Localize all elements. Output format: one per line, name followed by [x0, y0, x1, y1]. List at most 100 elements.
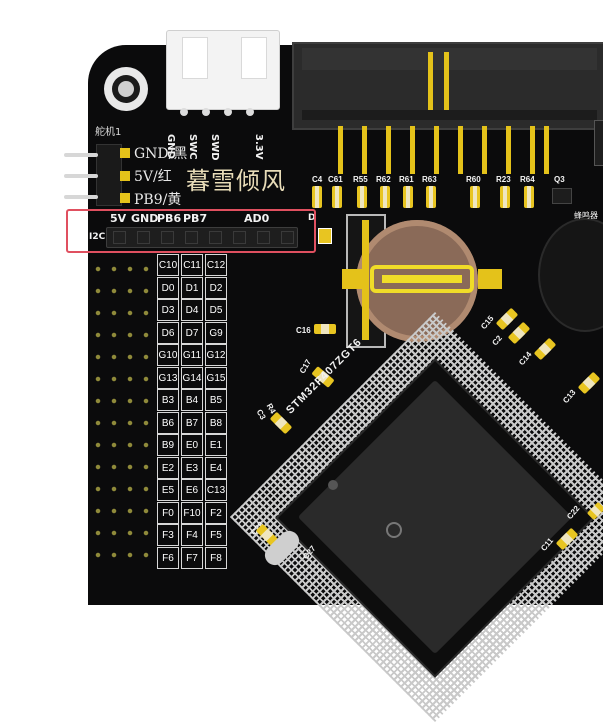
gpio-pin-cell: F10: [181, 501, 203, 524]
smd-c16: [314, 324, 336, 334]
servo-header-body: [96, 144, 122, 206]
brand-text: 暮雪倾风: [186, 167, 286, 195]
d-label: D: [308, 213, 316, 223]
gpio-pin-cell: B5: [205, 389, 227, 411]
label-c16: C16: [296, 326, 311, 335]
servo-pin-label-5v: 5V/红: [134, 169, 172, 185]
gpio-pin-cell: B7: [181, 411, 203, 434]
smd-r61: [403, 186, 413, 208]
i2c-label-5v: 5V: [110, 212, 127, 225]
label-c61: C61: [328, 175, 343, 184]
smd-r62: [380, 186, 390, 208]
smd-c4: [312, 186, 322, 208]
gpio-pin-cell: G13: [157, 366, 179, 389]
chip-dot: [328, 480, 338, 490]
gpio-pin-cell: E0: [181, 434, 203, 456]
smd-c61: [332, 186, 342, 208]
gpio-pin-cell: E3: [181, 456, 203, 479]
label-r63: R63: [422, 175, 437, 184]
i2c-header-strip: [106, 227, 298, 248]
gpio-pin-cell: G9: [205, 321, 227, 344]
gpio-pin-cell: D7: [181, 321, 203, 344]
transistor-q3: [552, 188, 572, 204]
gpio-pin-cell: B4: [181, 389, 203, 411]
gpio-pin-cell: D0: [157, 276, 179, 299]
smd-r60: [470, 186, 480, 208]
gpio-pin-cell: D3: [157, 299, 179, 321]
gpio-pin-cell: F6: [157, 546, 179, 569]
smd-r64: [524, 186, 534, 208]
gpio-pin-cell: D6: [157, 321, 179, 344]
label-r60: R60: [466, 175, 481, 184]
servo-pin-2: [64, 174, 98, 178]
i2c-label-ad0: AD0: [244, 212, 270, 225]
i2c-highlight-box: [66, 209, 316, 253]
label-r61: R61: [399, 175, 414, 184]
smd-r55: [357, 186, 367, 208]
gpio-pin-cell: F3: [157, 524, 179, 546]
gpio-pin-cell: G10: [157, 344, 179, 366]
right-edge-part: [594, 120, 603, 166]
gpio-pin-cell: G15: [205, 366, 227, 389]
mounting-hole: [104, 67, 148, 111]
gpio-pin-cell: C12: [205, 254, 227, 276]
gpio-pin-cell: G11: [181, 344, 203, 366]
gpio-pin-cell: D2: [205, 276, 227, 299]
gpio-pin-cell: G12: [205, 344, 227, 366]
gpio-pin-cell: C11: [181, 254, 203, 276]
servo-pin-label-gnd: GND/黑: [134, 146, 188, 162]
gpio-pin-cell: E4: [205, 456, 227, 479]
gpio-pin-cell: B9: [157, 434, 179, 456]
battery-clip: [342, 265, 502, 295]
servo-pad-3: [120, 193, 130, 203]
swd-label-swc: SWC: [187, 134, 198, 160]
swd-label-3v3: 3.3V: [253, 134, 264, 160]
servo-pin-3: [64, 195, 98, 199]
led-d: [318, 228, 332, 244]
chip-logo: [386, 522, 402, 538]
label-c4: C4: [312, 175, 323, 184]
label-r23: R23: [496, 175, 511, 184]
servo-pin-label-pb9: PB9/黄: [134, 192, 182, 208]
gpio-pin-cell: B8: [205, 411, 227, 434]
label-r55: R55: [353, 175, 368, 184]
battery-tab: [362, 220, 369, 340]
gpio-pin-cell: G14: [181, 366, 203, 389]
gpio-header-field: [90, 258, 152, 568]
servo-pad-1: [120, 148, 130, 158]
gpio-pin-cell: E2: [157, 456, 179, 479]
i2c-label-gnd: GND: [131, 212, 159, 225]
gpio-pin-cell: E1: [205, 434, 227, 456]
gpio-pin-cell: B6: [157, 411, 179, 434]
gpio-pin-cell: B3: [157, 389, 179, 411]
smd-r23: [500, 186, 510, 208]
gpio-pin-cell: F7: [181, 546, 203, 569]
servo-pad-2: [120, 171, 130, 181]
label-q3: Q3: [554, 175, 565, 184]
gpio-pin-cell: C10: [157, 254, 179, 276]
swd-connector: [166, 30, 280, 110]
i2c-side-label: I2C: [89, 232, 106, 242]
swd-label-swd: SWD: [209, 134, 220, 161]
gpio-pin-cell: D4: [181, 299, 203, 321]
gpio-pin-cell: F8: [205, 546, 227, 569]
label-r62: R62: [376, 175, 391, 184]
i2c-label-pb7: PB7: [183, 212, 208, 225]
jtag-header: [292, 42, 603, 130]
gpio-pin-cell: F0: [157, 501, 179, 524]
buzzer-label: 蜂鸣器: [574, 211, 598, 220]
label-r64: R64: [520, 175, 535, 184]
gpio-pin-cell: E5: [157, 479, 179, 501]
i2c-label-pb6: PB6: [157, 212, 182, 225]
gpio-pin-cell: C13: [205, 479, 227, 501]
servo-pin-1: [64, 153, 98, 157]
jtag-pins: [300, 126, 600, 176]
gpio-pin-cell: F2: [205, 501, 227, 524]
gpio-pin-cell: E6: [181, 479, 203, 501]
gpio-pin-cell: F5: [205, 524, 227, 546]
gpio-pin-cell: D5: [205, 299, 227, 321]
gpio-pin-cell: D1: [181, 276, 203, 299]
servo-title: 舵机1: [95, 127, 122, 138]
gpio-pin-cell: F4: [181, 524, 203, 546]
